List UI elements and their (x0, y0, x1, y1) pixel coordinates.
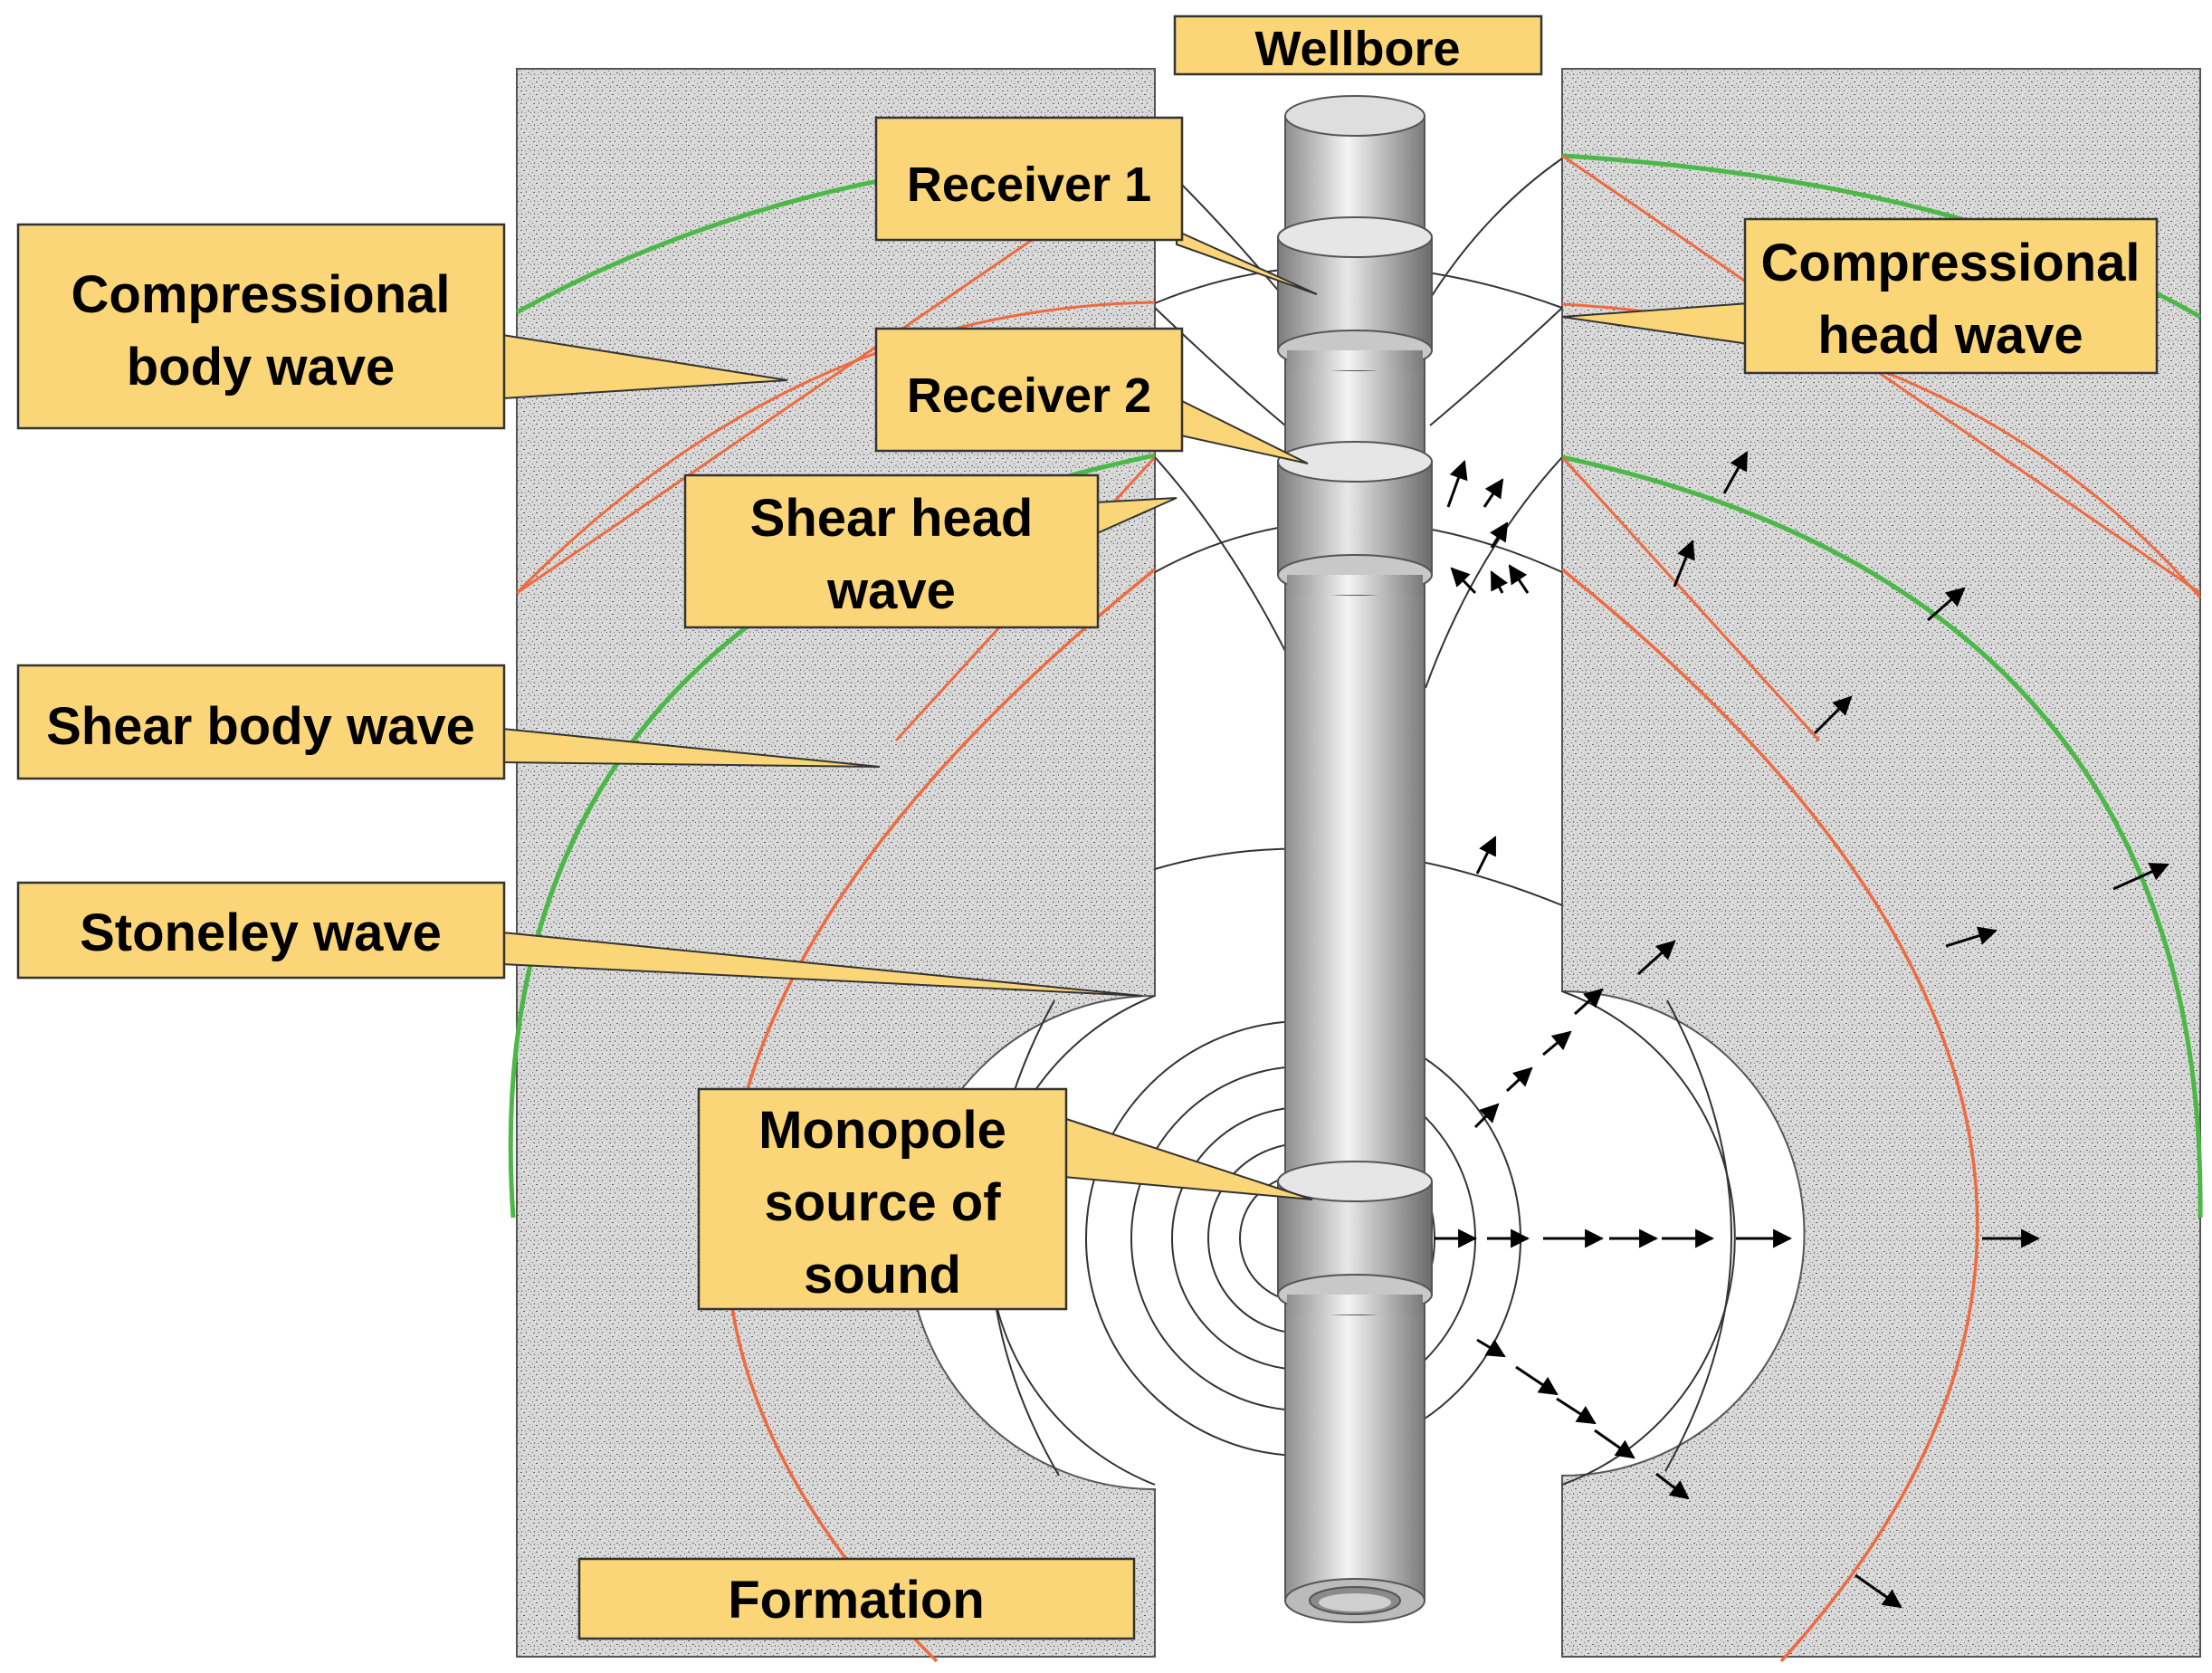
compressional-head-wave-right (1561, 154, 2201, 595)
arrow (1446, 460, 1468, 508)
arrow (1515, 1365, 1559, 1396)
stoneley-right-arc (1664, 999, 1732, 1472)
compressional-head-wave-line2: head wave (1817, 306, 2083, 365)
source-ring-6-r (1561, 990, 1736, 1486)
compressional-head-wave-line1: Compressional (1761, 234, 2140, 292)
tool-top-cap (1284, 95, 1425, 137)
arrow (1722, 451, 1749, 494)
shear-head-wave-line1: Shear head (750, 489, 1034, 548)
shear-head-wave-right (1560, 455, 1821, 742)
shear-wavefront-upper-left (515, 301, 1156, 595)
monopole-line3: sound (804, 1246, 961, 1305)
fluid-front-lower-r (1429, 307, 1563, 426)
compressional-body-wave-line2: body wave (127, 338, 396, 397)
compressional-head-wave-label: Compressional head wave (1561, 217, 2159, 375)
arrow (1594, 1429, 1635, 1459)
monopole-source-label: Monopole source of sound (697, 1087, 1313, 1311)
arrow (1508, 564, 1530, 594)
compressional-body-wave-line1: Compressional (72, 265, 451, 324)
formation-label: Formation (577, 1557, 1136, 1640)
arrow (1476, 1338, 1506, 1358)
logging-tool (1277, 95, 1433, 1623)
monopole-line2: source of (764, 1173, 1001, 1232)
arrow (1450, 567, 1477, 595)
callouts: Wellbore Receiver 1 Compressional body w… (16, 14, 2159, 1640)
receiver-1-label: Receiver 1 (874, 116, 1318, 295)
formation-right-block (1561, 68, 2201, 1658)
arrow (1573, 988, 1604, 1016)
receiver-1-collar-top (1277, 216, 1433, 258)
shear-wavefront-right (1560, 568, 1979, 1663)
source-collar-top (1277, 1161, 1433, 1202)
shear-head-wave-line2: wave (826, 561, 956, 620)
compressional-wavefront-lower-right (1561, 454, 2203, 1219)
arrow (1490, 570, 1509, 594)
shear-body-wave-label: Shear body wave (16, 664, 881, 780)
arrow (1505, 1066, 1533, 1093)
arrow (1673, 540, 1695, 588)
fluid-front-upper-mid-r (1429, 158, 1563, 300)
shear-body-wave-label-text: Shear body wave (46, 697, 475, 756)
formation-label-text: Formation (728, 1571, 985, 1630)
arrow (2112, 863, 2169, 891)
arrow (1655, 1472, 1690, 1500)
receiver-1-label-text: Receiver 1 (907, 158, 1151, 212)
arrow (1927, 587, 1966, 622)
receiver-2-collar-top (1277, 441, 1433, 483)
arrow (1542, 1030, 1572, 1056)
arrow (1945, 926, 1998, 948)
wellbore-label: Wellbore (1173, 14, 1543, 76)
arrow (1556, 1397, 1597, 1425)
stoneley-wave-label-text: Stoneley wave (80, 903, 442, 962)
fluid-front-mid-r (1425, 456, 1563, 689)
arrow (1483, 478, 1504, 508)
compressional-body-wave-label: Compressional body wave (16, 223, 788, 430)
arrow (1475, 836, 1497, 875)
fluid-front-lower-l (1154, 307, 1286, 426)
wellbore-label-text: Wellbore (1254, 22, 1460, 76)
arrow (1854, 1573, 1902, 1609)
receiver-2-label: Receiver 2 (874, 327, 1309, 464)
arrow (1813, 695, 1853, 735)
stoneley-wave-label: Stoneley wave (16, 881, 1143, 997)
arrow (1490, 521, 1509, 549)
receiver-2-label-text: Receiver 2 (907, 368, 1151, 423)
monopole-line1: Monopole (758, 1101, 1006, 1160)
formation (516, 68, 2201, 1658)
arrow (1473, 1103, 1500, 1129)
arrow (1636, 940, 1676, 976)
shear-head-wave-label: Shear head wave (683, 473, 1178, 629)
propagation-arrows (1435, 451, 2169, 1609)
